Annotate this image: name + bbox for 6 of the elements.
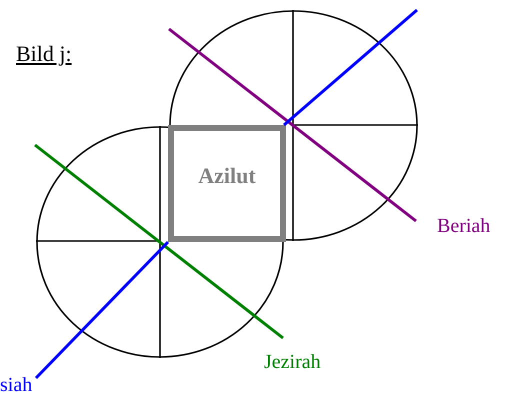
- figure-title: Bild j:: [16, 40, 72, 68]
- box-label: Azilut: [198, 162, 256, 190]
- line-label: siah: [0, 373, 32, 398]
- square-box: [168, 125, 286, 242]
- line-label: Jezirah: [264, 350, 321, 375]
- line-label: Beriah: [437, 214, 490, 239]
